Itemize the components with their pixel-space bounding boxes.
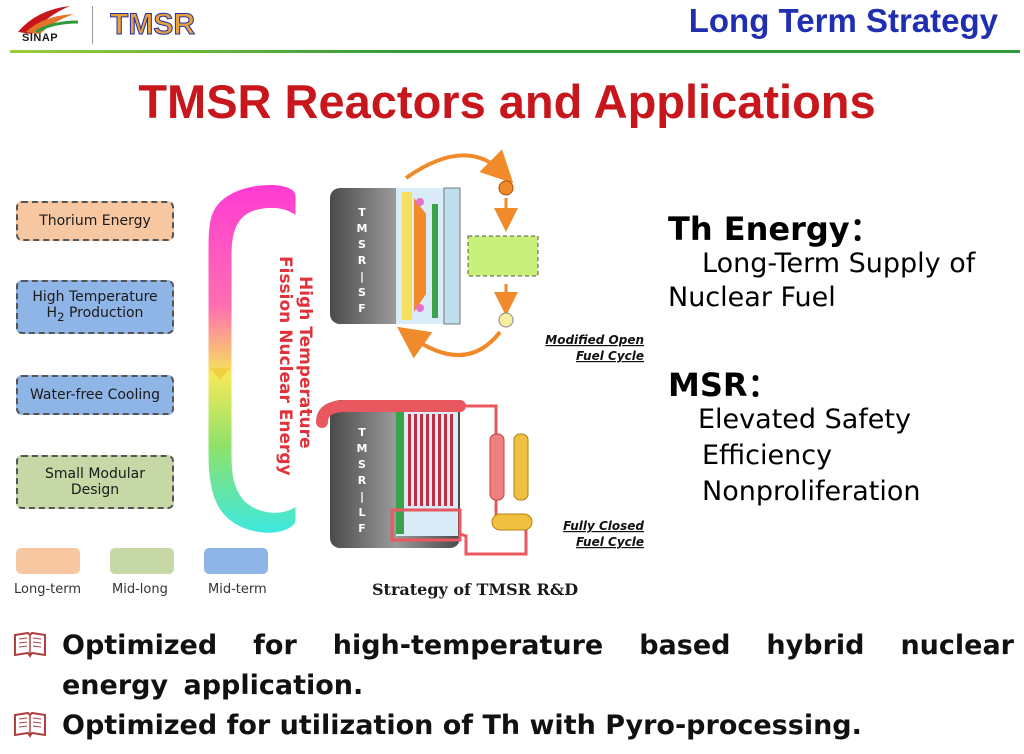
- water-free-cooling-box: Water-free Cooling: [16, 375, 174, 415]
- tmsr-lf-letter: R: [358, 474, 367, 487]
- fuel-channel-bar: [414, 414, 417, 506]
- h2-line2-main: H: [46, 305, 58, 322]
- msr-item-safety: Elevated Safety: [698, 404, 911, 435]
- header-rule: [10, 50, 1020, 53]
- closed-cycle-label-2: Fuel Cycle: [576, 535, 644, 549]
- tmsr-sf-letter: M: [357, 222, 368, 235]
- arc-arrow-marker: [210, 368, 230, 380]
- mid-long-label: Mid-long: [112, 582, 168, 597]
- h2-production-label: High Temperature H2 Production: [32, 289, 157, 325]
- tmsr-sf-letter: S: [358, 286, 366, 299]
- water-free-cooling-label: Water-free Cooling: [29, 387, 161, 403]
- th-energy-line2: Nuclear Fuel: [668, 282, 836, 313]
- open-cycle-label-1: Modified Open: [545, 333, 644, 347]
- sinap-label: SINAP: [22, 32, 59, 44]
- sinap-logo: [18, 6, 79, 34]
- h2-production-box: High Temperature H2 Production: [16, 280, 174, 334]
- tmsr-lf-letter: |: [360, 490, 364, 503]
- tmsr-lf-letter: F: [358, 522, 366, 535]
- tmsr-sf-reactor: TMSR|SF: [330, 187, 461, 325]
- smr-line2: Design: [70, 482, 120, 498]
- closed-cycle-label-1: Fully Closed: [563, 519, 644, 533]
- fuel-node-top: [498, 180, 514, 196]
- h2-line1: High Temperature: [32, 289, 158, 306]
- header-bar: SINAP TMSR Long Term Strategy: [0, 0, 1024, 53]
- fuel-channel-bar: [450, 414, 453, 506]
- mid-term-label: Mid-term: [208, 582, 267, 597]
- tmsr-sf-letter: S: [358, 238, 366, 251]
- book-icon: [14, 631, 46, 658]
- tmsr-lf-reactor: TMSR | LF: [316, 400, 466, 548]
- smr-line1: Small Modular: [45, 466, 145, 482]
- pump-unit: [491, 513, 533, 531]
- tmsr-lf-letter: S: [358, 458, 366, 471]
- energy-label-line2: Fission Nuclear Energy: [275, 256, 295, 476]
- processing-box: [467, 235, 539, 277]
- tmsr-sf-letter: T: [358, 206, 366, 219]
- th-energy-line1: Long-Term Supply of: [702, 248, 976, 279]
- tmsr-lf-letter: M: [357, 442, 368, 455]
- th-energy-heading: Th Energy：: [668, 210, 882, 248]
- mid-term-swatch: [204, 548, 268, 574]
- small-modular-design-box: Small Modular Design: [16, 455, 174, 509]
- diagram-caption: Strategy of TMSR R&D: [372, 580, 579, 599]
- fuel-channel-bar: [420, 414, 423, 506]
- open-cycle-top-arrow: [404, 149, 514, 184]
- section-title: Long Term Strategy: [688, 2, 998, 39]
- page-title: TMSR Reactors and Applications: [138, 75, 876, 128]
- tmsr-sf-letter: F: [358, 302, 366, 315]
- msr-heading: MSR：: [668, 366, 780, 404]
- h2-line2-rest: Production: [64, 305, 144, 322]
- fuel-channel-bar: [408, 414, 411, 506]
- energy-label-line1: High Temperature: [295, 276, 315, 449]
- heat-exchanger-red: [489, 433, 505, 501]
- msr-item-efficiency: Efficiency: [702, 440, 833, 471]
- book-icon: [14, 711, 46, 738]
- fuel-channel-bar: [438, 414, 441, 506]
- fuel-channel-bar: [444, 414, 447, 506]
- tmsr-logo: TMSR: [110, 8, 196, 41]
- fuel-node-bottom: [498, 312, 514, 328]
- fuel-channel-bar: [426, 414, 429, 506]
- tmsr-lf-letter: T: [358, 426, 366, 439]
- msr-item-nonproliferation: Nonproliferation: [702, 476, 921, 507]
- mid-long-swatch: [110, 548, 174, 574]
- tmsr-logo-text: TMSR: [110, 8, 195, 40]
- small-modular-label: Small Modular Design: [45, 466, 145, 498]
- tmsr-sf-letter: |: [360, 270, 364, 283]
- bullet-item: Optimized for utilization of Th with Pyr…: [10, 706, 1014, 746]
- fuel-channel-bar: [432, 414, 435, 506]
- bullet-item: Optimized for high-temperature based hyb…: [10, 626, 1014, 706]
- thorium-energy-label: Thorium Energy: [39, 213, 151, 229]
- logo-divider: [92, 6, 93, 44]
- tmsr-strategy-diagram: High Temperature Fission Nuclear Energy …: [207, 149, 644, 556]
- bullet-text: Optimized for high-temperature based hyb…: [62, 630, 1014, 701]
- open-cycle-return-arrow: [396, 326, 502, 359]
- long-term-swatch: [16, 548, 80, 574]
- heat-exchanger-yellow: [513, 433, 529, 501]
- long-term-label: Long-term: [14, 582, 82, 597]
- bullet-text: Optimized for utilization of Th with Pyr…: [62, 710, 862, 741]
- thorium-energy-box: Thorium Energy: [16, 201, 174, 241]
- open-cycle-label-2: Fuel Cycle: [576, 349, 644, 363]
- tmsr-lf-letter: L: [358, 506, 365, 519]
- energy-arc: [207, 184, 297, 534]
- tmsr-sf-letter: R: [358, 254, 367, 267]
- h2-subscript: 2: [57, 309, 65, 324]
